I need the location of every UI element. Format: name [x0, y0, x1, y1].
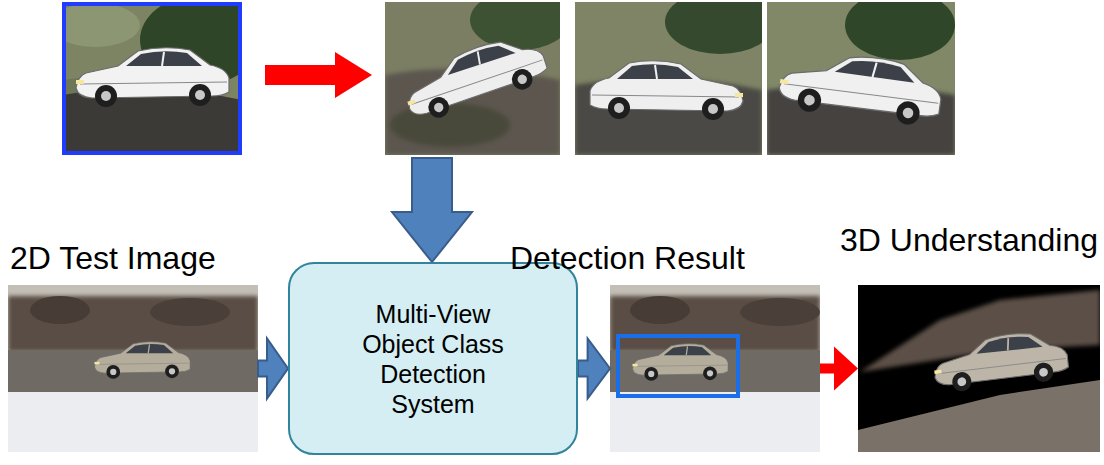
result-photo — [610, 285, 820, 452]
detection-result-image: Detection Result — [610, 285, 820, 452]
synthesized-view-part — [398, 29, 552, 126]
synthesized-view — [385, 2, 560, 155]
test-photo-part — [8, 285, 258, 452]
synthesized-view-part-part — [398, 29, 552, 126]
test-photo-part — [8, 392, 258, 452]
flow-arrow — [578, 339, 610, 399]
3d-photo-part-part — [931, 328, 1070, 394]
result-photo-part — [610, 392, 820, 452]
synthesized-view-part — [390, 103, 510, 147]
result-photo-part — [740, 298, 820, 326]
result-photo-part — [633, 344, 729, 381]
source-car-photo-part — [62, 3, 140, 47]
source-car-photo-part — [76, 48, 229, 107]
blue-arrow — [392, 158, 472, 262]
image-heading: 2D Test Image — [10, 240, 216, 277]
box-label: Multi-View Object Class Detection System — [348, 299, 518, 419]
3d-photo — [858, 285, 1100, 452]
synthesized-view-part-part — [590, 61, 743, 120]
test-photo-part — [30, 296, 90, 324]
red-arrow — [265, 52, 372, 98]
3d-photo-part — [931, 328, 1070, 394]
synthesized-view-part — [590, 61, 743, 120]
test-photo-part — [95, 342, 191, 379]
synthesized-view-part — [665, 2, 762, 54]
result-photo-part — [630, 296, 690, 324]
photo-border — [64, 4, 240, 153]
image-heading: 3D Understanding — [840, 222, 1098, 259]
detection-box — [618, 336, 738, 396]
result-photo-part — [610, 285, 820, 452]
3d-photo-part — [858, 285, 1100, 452]
test-image: 2D Test Image — [8, 285, 258, 452]
result-photo-part — [610, 296, 820, 352]
3d-photo-part — [858, 380, 1100, 452]
3d-understanding-image: 3D Understanding — [858, 285, 1100, 452]
synthesized-view-part — [845, 2, 955, 60]
flow-arrow — [258, 339, 288, 399]
source-car-photo — [62, 2, 242, 155]
detection-system-box: Multi-View Object Class Detection System — [288, 262, 578, 455]
source-car-photo-part — [62, 89, 242, 155]
synthesized-view-part-part — [776, 45, 945, 130]
flow-arrow — [820, 347, 858, 391]
synthesized-view-part — [470, 2, 560, 50]
test-photo — [8, 285, 258, 452]
synthesized-view — [767, 2, 955, 155]
image-heading: Detection Result — [510, 240, 745, 277]
test-photo-part — [150, 298, 230, 326]
synthesized-view-part — [776, 45, 945, 130]
synthesized-view — [575, 2, 762, 155]
